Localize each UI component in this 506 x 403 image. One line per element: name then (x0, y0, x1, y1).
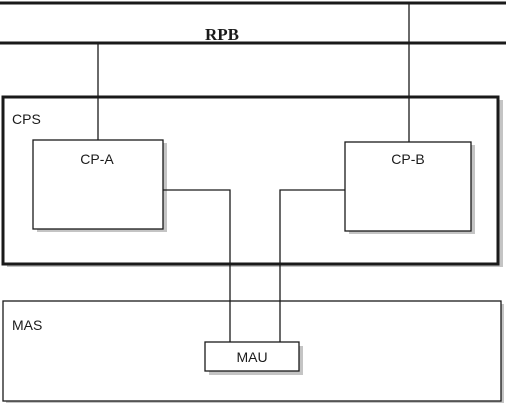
cp-b-box (344, 141, 472, 232)
cp-a-box (32, 139, 164, 230)
mas-label: MAS (12, 317, 42, 333)
mau-box (204, 341, 300, 372)
cp-b-to-mau-connector (279, 189, 345, 342)
mau-label: MAU (236, 349, 267, 365)
rpb-label: RPB (205, 25, 239, 44)
cp-a-to-mau-connector (163, 189, 231, 342)
cp-b-label: CP-B (391, 151, 424, 167)
cps-label: CPS (12, 111, 41, 127)
cp-a-label: CP-A (80, 151, 114, 167)
